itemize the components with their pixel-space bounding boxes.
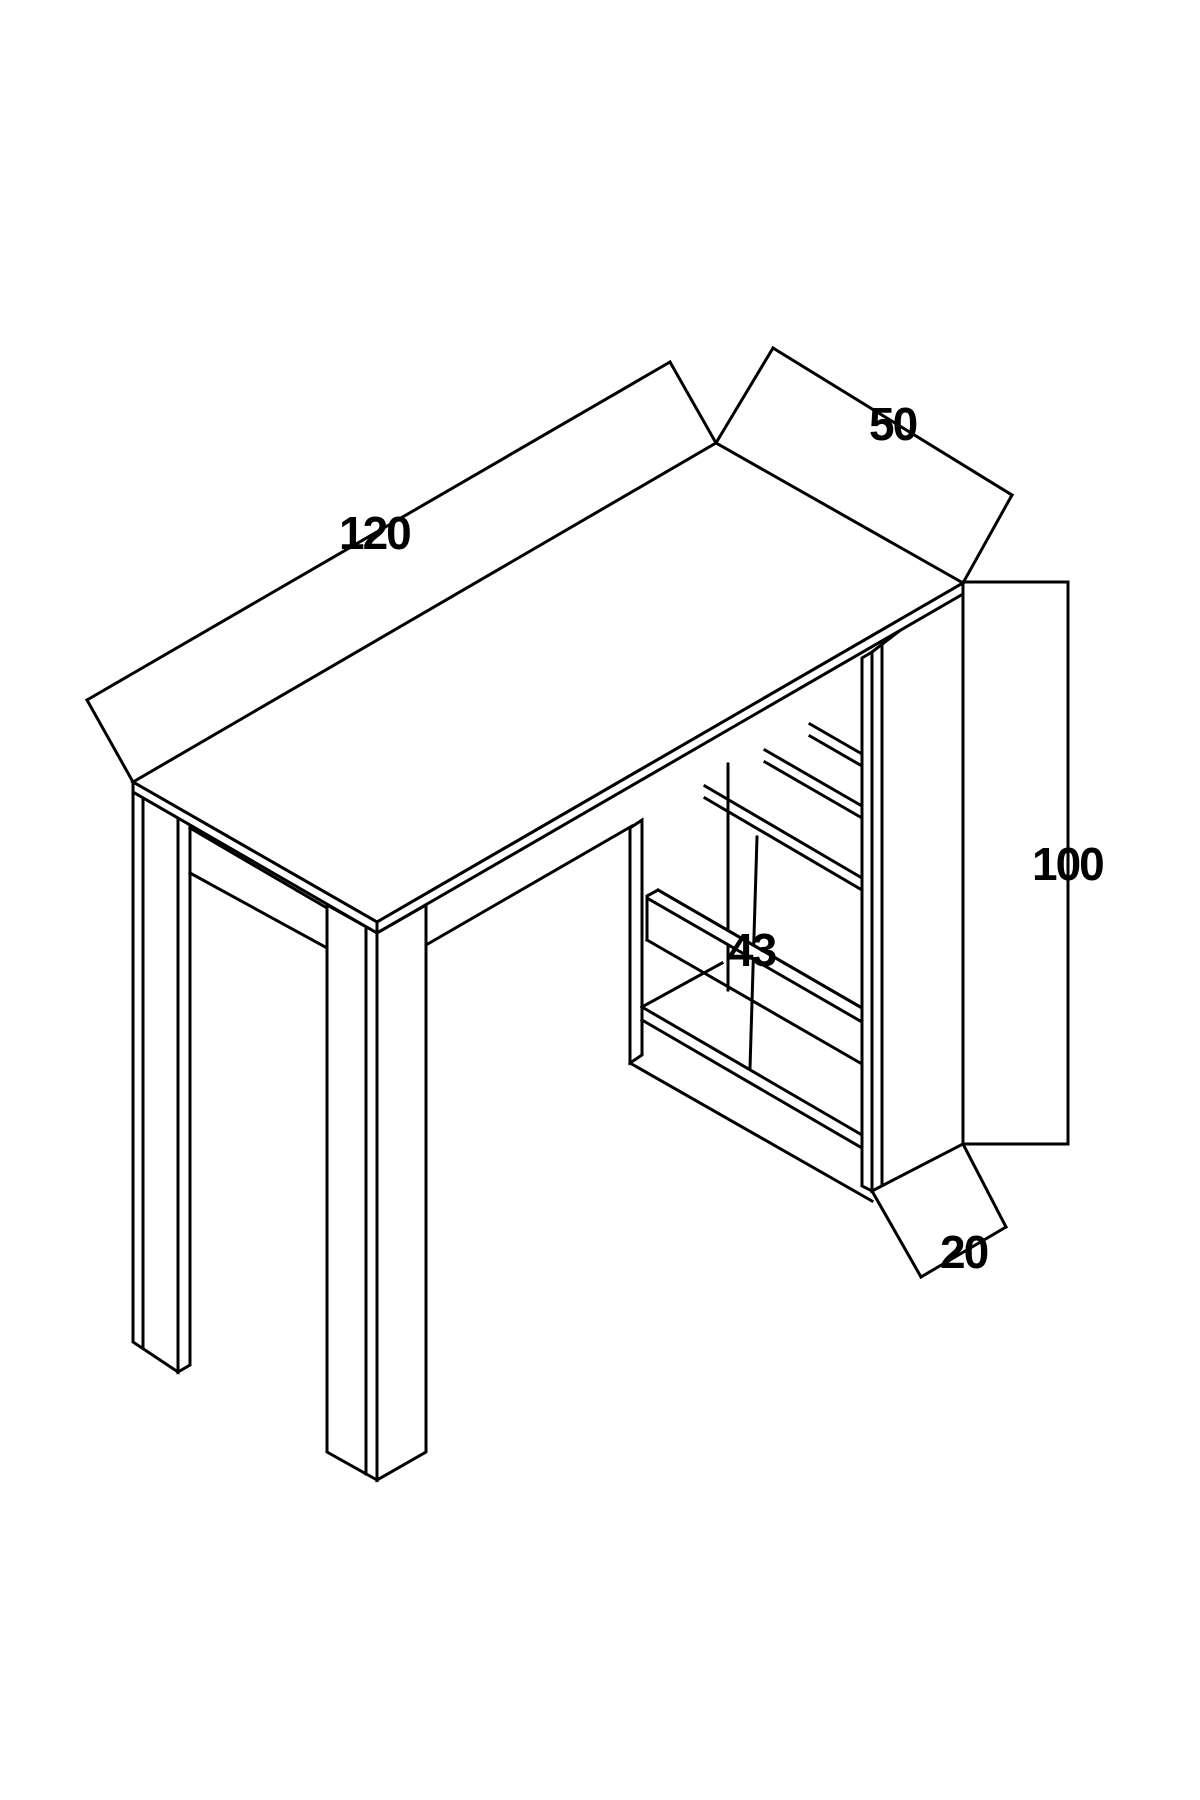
shelf-unit — [627, 578, 965, 1204]
shelf-bottom-1 — [639, 1004, 865, 1138]
end-panel-front — [870, 578, 965, 1194]
dim-tick-width-right — [667, 359, 719, 446]
shelf-middle-2 — [702, 795, 865, 893]
front-left-leg — [325, 902, 428, 1483]
dim-tick-shelf-right — [960, 1141, 1009, 1230]
left-apron-bottom — [187, 870, 330, 951]
shelf-bottom-2 — [639, 1017, 865, 1151]
dim-label-height: 100 — [1032, 838, 1103, 890]
dim-tick-depth-top — [713, 345, 776, 446]
dim-label-shelf-depth: 20 — [940, 1226, 988, 1278]
back-left-leg — [131, 789, 192, 1375]
shelf-middle-1 — [702, 783, 865, 881]
shelf-rail-bottom — [644, 937, 865, 1067]
left-apron — [187, 825, 330, 951]
back-left-leg-side — [176, 807, 192, 1375]
table-top — [130, 441, 967, 936]
shelf-rail-top — [655, 887, 865, 1011]
shelf-upper-2 — [762, 759, 865, 821]
dim-tick-width-left — [84, 697, 136, 785]
front-left-leg-side — [375, 902, 428, 1483]
shelf-top-back-1 — [807, 721, 865, 757]
shelf-bottom-back — [639, 960, 725, 1010]
dim-line-width — [84, 359, 673, 703]
back-left-leg-front — [131, 789, 180, 1375]
shelf-top-back-2 — [807, 733, 865, 769]
dim-label-inner-width: 43 — [728, 924, 776, 976]
dim-tick-shelf-left — [869, 1188, 924, 1280]
dimension-lines — [84, 345, 1070, 1280]
dim-line-depth — [770, 345, 1015, 498]
shelf-left-panel — [628, 817, 644, 1066]
back-apron — [423, 823, 635, 948]
dim-label-depth: 50 — [869, 398, 917, 450]
left-apron-top — [187, 825, 330, 911]
dim-line-shelf — [918, 1224, 1009, 1280]
shelf-base-front — [627, 1060, 875, 1204]
dim-tick-depth-bottom — [960, 492, 1015, 586]
front-left-leg-front — [325, 902, 379, 1483]
table-top-surface — [130, 441, 967, 924]
dimension-labels: 120 50 100 20 43 — [339, 398, 1105, 1278]
shelf-upper-1 — [762, 747, 865, 809]
dim-label-width: 120 — [339, 507, 410, 559]
back-apron-bottom — [423, 823, 635, 948]
table-top-right-edge — [375, 580, 965, 936]
